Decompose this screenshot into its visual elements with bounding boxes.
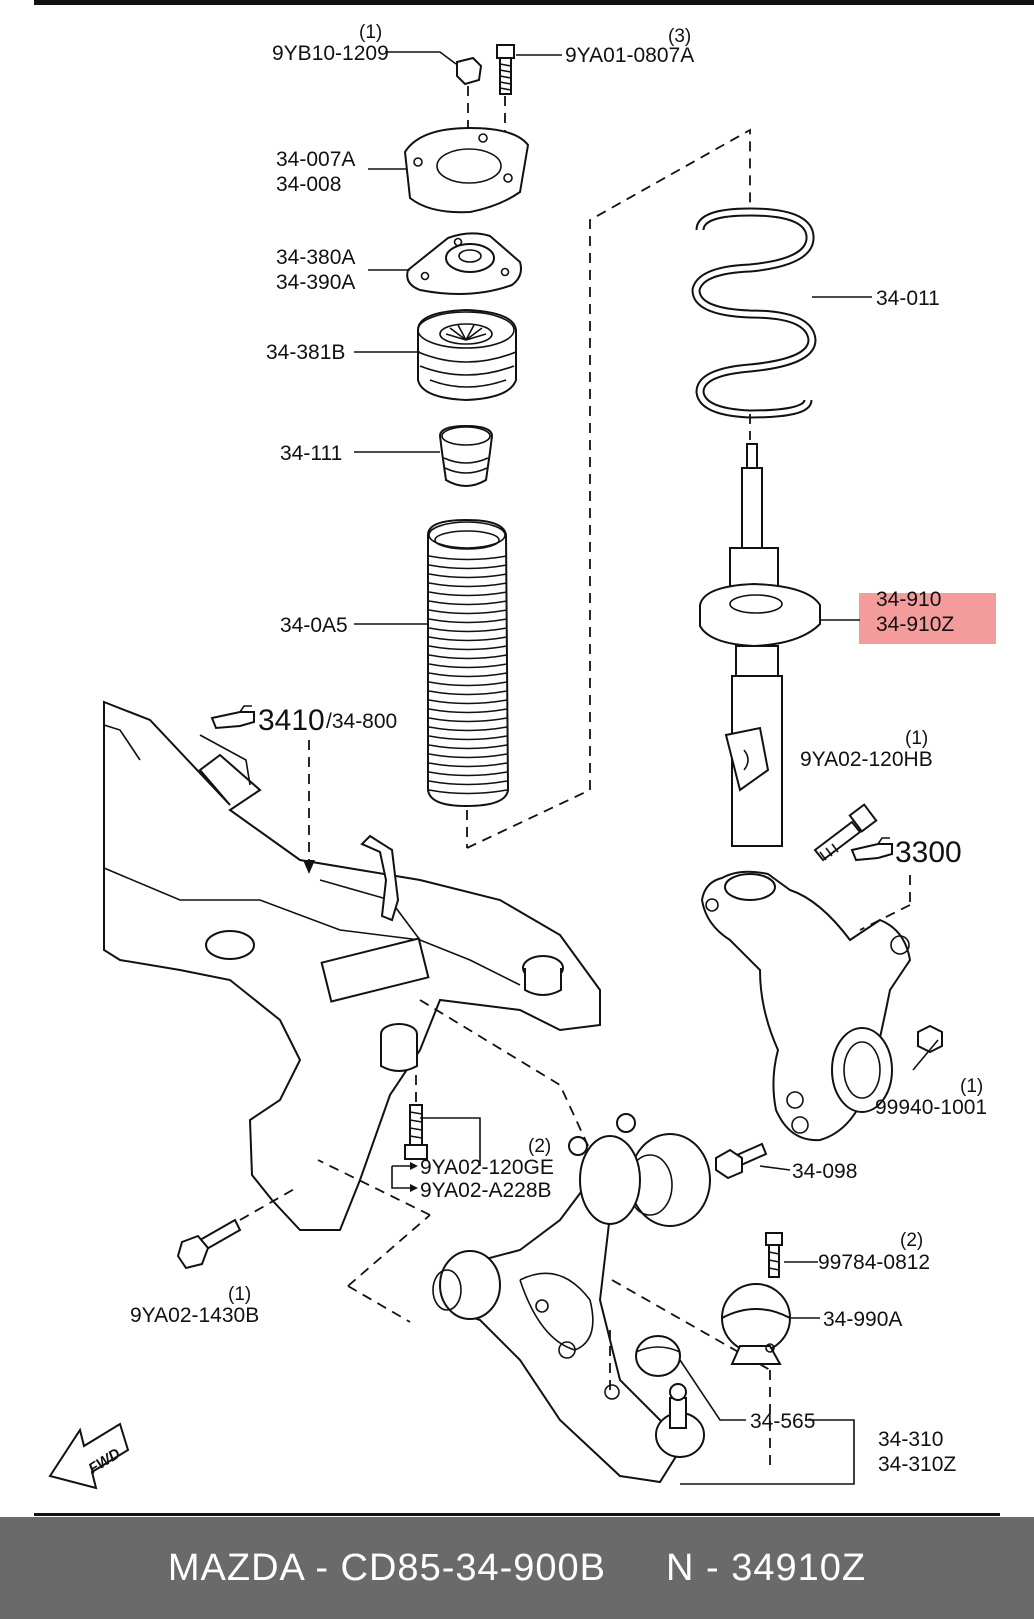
label-qty: (1)	[359, 22, 382, 43]
boot-rib	[428, 672, 508, 678]
pointing-hand-icon	[850, 837, 893, 862]
mount-plate-drawing	[403, 126, 530, 214]
boot-rib	[428, 699, 508, 705]
boot-rib	[428, 735, 508, 741]
label-qty: (2)	[900, 1230, 923, 1251]
front-bolt-drawing	[176, 1187, 297, 1270]
pointing-hand-icon	[210, 705, 255, 730]
footer-bar: MAZDA - CD85-34-900B N - 34910Z	[0, 1517, 1034, 1619]
label-knuckle-bolt: 9YA02-120HB	[800, 748, 933, 771]
knuckle-bolt-drawing	[813, 803, 878, 862]
boot-rib	[428, 654, 508, 660]
boot-rib	[428, 780, 508, 786]
top-border-line	[34, 0, 1034, 5]
label-bump-stop: 34-111	[280, 442, 342, 465]
label-nut-top: 9YB10-1209	[272, 42, 389, 65]
label-qty: (3)	[668, 26, 691, 47]
boot-rib	[428, 582, 508, 588]
label-nut-knuckle: 99940-1001	[875, 1096, 987, 1119]
boot-rib	[428, 627, 508, 633]
label-arm-bolt-2: 9YA02-A228B	[420, 1179, 552, 1202]
boot-rib	[428, 681, 508, 687]
lower-arm-drawing	[317, 999, 771, 1484]
label-coil-spring: 34-011	[876, 287, 940, 310]
label-strut-1: 34-910	[876, 588, 941, 611]
strut-drawing	[699, 443, 821, 847]
label-mount-plate-1: 34-007A	[276, 148, 355, 171]
label-mount-plate-2: 34-008	[276, 173, 341, 196]
bolt-label-arrow	[410, 1184, 418, 1192]
label-qty: (1)	[228, 1284, 251, 1305]
label-knuckle-ref: 3300	[895, 836, 962, 869]
knuckle-drawing	[700, 870, 912, 1142]
bottom-border-line	[34, 1513, 1000, 1516]
label-strut-mount-2: 34-390A	[276, 271, 355, 294]
highlight-box	[859, 593, 996, 644]
boot-rib	[428, 600, 508, 606]
label-strut-mount-1: 34-380A	[276, 246, 355, 269]
crossmember-drawing	[103, 700, 601, 1231]
arm-bolt-drawing	[404, 1075, 428, 1160]
bump-stop-drawing	[438, 424, 494, 487]
boot-rib	[428, 591, 508, 597]
boot-rib	[428, 717, 508, 723]
label-front-bolt: 9YA02-1430B	[130, 1304, 259, 1327]
dust-boot-drawing	[427, 518, 510, 848]
label-crossmember-ref: 3410	[258, 704, 325, 737]
boot-rib	[428, 636, 508, 642]
label-lower-arm-1: 34-310	[878, 1428, 943, 1451]
coil-spring-drawing	[691, 207, 817, 440]
label-strut-2: 34-910Z	[876, 613, 954, 636]
rear-bushing-drawing	[721, 1283, 791, 1365]
footer-part-number: N - 34910Z	[666, 1546, 867, 1589]
label-arm-bolt-1: 9YA02-120GE	[420, 1156, 554, 1179]
mount-bearing-drawing	[417, 308, 517, 402]
boot-rib	[428, 609, 508, 615]
boot-rib	[428, 573, 508, 579]
boot-rib	[428, 555, 508, 561]
boot-rib	[428, 726, 508, 732]
fwd-arrow-icon: FWD	[48, 1422, 130, 1490]
boot-rib	[428, 690, 508, 696]
label-rear-bushing: 34-990A	[823, 1308, 902, 1331]
label-small-bolt: 99784-0812	[818, 1251, 930, 1274]
boot-rib	[428, 708, 508, 714]
label-dust-boot: 34-0A5	[280, 614, 348, 637]
leader-lines	[354, 51, 939, 1485]
boot-rib	[428, 753, 508, 759]
label-bolt-top: 9YA01-0807A	[565, 44, 694, 67]
label-bush-bolt: 34-098	[792, 1160, 857, 1183]
label-qty: (1)	[960, 1076, 983, 1097]
ball-joint-drawing	[635, 1335, 681, 1377]
boot-strut-leader	[466, 128, 751, 849]
small-bolt-drawing	[765, 1232, 783, 1278]
boot-rib	[428, 744, 508, 750]
label-qty: (1)	[905, 728, 928, 749]
boot-rib	[428, 771, 508, 777]
bush-bolt-drawing	[715, 1142, 768, 1180]
label-ball-joint: 34-565	[750, 1410, 815, 1433]
boot-rib	[428, 789, 508, 795]
footer-oem-number: MAZDA - CD85-34-900B	[167, 1546, 607, 1589]
label-lower-arm-2: 34-310Z	[878, 1453, 956, 1476]
bolt-label-arrow	[410, 1162, 418, 1170]
knuckle-nut-drawing	[917, 1024, 943, 1054]
boot-rib	[428, 564, 508, 570]
top-bolt-drawing	[496, 44, 515, 150]
boot-rib	[428, 762, 508, 768]
label-crossmember-suffix: /34-800	[326, 710, 397, 733]
label-qty: (2)	[528, 1136, 551, 1157]
boot-rib	[428, 618, 508, 624]
boot-rib	[428, 645, 508, 651]
label-mount-bearing: 34-381B	[266, 341, 345, 364]
boot-rib	[428, 663, 508, 669]
strut-mount-drawing	[406, 232, 522, 295]
